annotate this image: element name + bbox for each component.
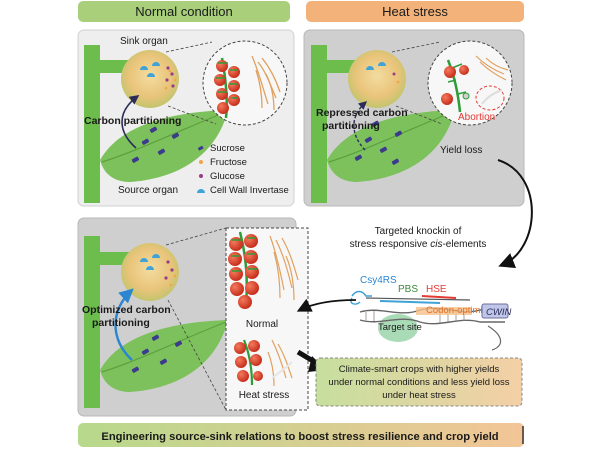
knockin-line2-italic: cis (430, 239, 442, 250)
footer-label: Engineering source-sink relations to boo… (101, 431, 498, 443)
header-normal: Normal condition (78, 1, 290, 22)
flower-branch-normal (251, 55, 281, 111)
carbon-arrow (121, 95, 140, 149)
sink-organ-optimized (121, 243, 179, 301)
repressed-label-1: Repressed carbon (316, 107, 408, 119)
csy4rs-hairpin (351, 290, 372, 297)
hse-label: HSE (426, 284, 447, 295)
panel-heat: Repressed carbon partitioning Abortion Y… (303, 29, 525, 207)
knockin-line2-suffix: -elements (442, 239, 486, 250)
header-heat: Heat stress (306, 1, 524, 22)
tomato-cluster-optimized-normal (228, 231, 259, 309)
sink-organ (121, 50, 179, 108)
footer-banner: Engineering source-sink relations to boo… (78, 423, 524, 447)
tomato-cluster-normal (214, 57, 240, 119)
leaf-sucrose-heat (354, 120, 403, 165)
crispr-construct: Csy4RS PBS HSE Codon-optimized CWIN Targ… (350, 275, 511, 351)
legend: Sucrose Fructose Glucose Cell Wall Inver… (197, 143, 289, 196)
cwin-label: CWIN (486, 307, 511, 318)
knockin-line2-prefix: stress responsive (350, 239, 431, 250)
knockin-line1: Targeted knockin of (375, 226, 462, 237)
climate-line2: under normal conditions and less yield l… (328, 377, 509, 388)
abortion-circle (475, 85, 505, 111)
climate-line1: Climate-smart crops with higher yields (339, 364, 500, 375)
tomato-cluster-heat (441, 59, 470, 113)
target-site-label: Target site (378, 322, 422, 333)
climate-box: Climate-smart crops with higher yields u… (315, 357, 523, 407)
sink-molecules (140, 62, 177, 90)
legend-fructose: Fructose (210, 157, 247, 168)
flower-branch-heat (475, 55, 509, 81)
flower-branch-optimized-normal (269, 235, 299, 301)
panel-normal: Sink organ Carbon partitioning Source or… (77, 29, 295, 207)
leaf-sucrose-optimized (131, 334, 183, 373)
flower-branch-optimized-heat (267, 339, 293, 387)
legend-sucrose: Sucrose (210, 143, 245, 154)
panel-optimized: Optimized carbon partitioning (77, 217, 309, 417)
repressed-label-2: partitioning (322, 120, 380, 132)
sink-organ-label: Sink organ (120, 36, 168, 47)
yield-loss-label: Yield loss (440, 145, 482, 156)
abortion-label: Abortion (458, 112, 495, 123)
arrow-to-optimized (296, 298, 357, 312)
legend-glucose: Glucose (210, 171, 245, 182)
optimized-arrow (114, 288, 134, 361)
header-normal-label: Normal condition (135, 4, 233, 19)
tomato-cluster-optimized-heat (234, 339, 263, 386)
codon-label: Codon-optimized (426, 305, 498, 316)
legend-invertase: Cell Wall Invertase (210, 185, 289, 196)
plant-stem (84, 45, 100, 203)
climate-line3: under heat stress (382, 390, 456, 401)
csy4rs-label: Csy4RS (360, 275, 397, 286)
carbon-partitioning-label: Carbon partitioning (84, 115, 181, 127)
arrow-to-construct (497, 159, 533, 269)
sink-molecules-heat (366, 62, 400, 84)
header-heat-label: Heat stress (382, 4, 448, 19)
source-leaf (100, 110, 228, 182)
sink-organ-heat (348, 50, 406, 108)
inset-normal-label: Normal (246, 319, 278, 330)
sink-molecules-optimized (140, 254, 177, 287)
source-organ-label: Source organ (118, 185, 178, 196)
knockin-line2: stress responsive cis-elements (350, 239, 487, 250)
optimized-label-1: Optimized carbon (82, 304, 171, 316)
inset-heat-label: Heat stress (239, 390, 290, 401)
pbs-label: PBS (398, 284, 418, 295)
optimized-label-2: partitioning (92, 317, 150, 329)
leaf-sucrose (131, 126, 180, 163)
